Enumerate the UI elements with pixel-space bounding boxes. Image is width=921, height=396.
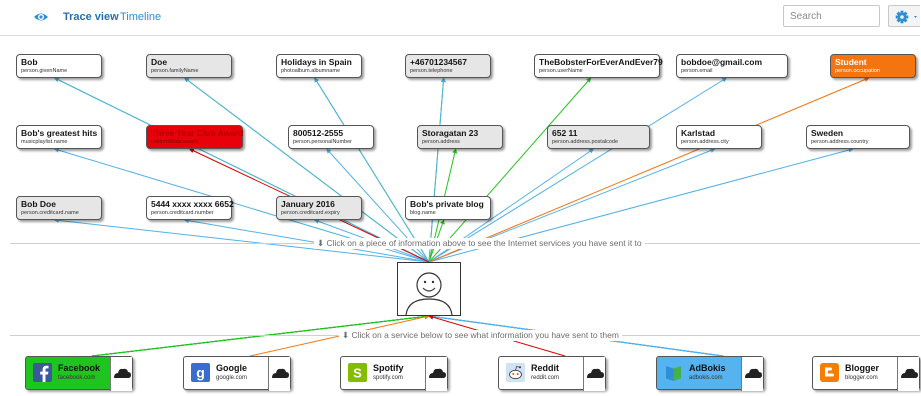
service-blogger[interactable]: Blogger blogger.com bbox=[812, 356, 920, 391]
cloud-icon bbox=[272, 368, 289, 378]
service-facebook[interactable]: Facebook facebook.com bbox=[25, 356, 133, 391]
cloud-button[interactable] bbox=[741, 357, 763, 391]
trace-line-to-card bbox=[53, 77, 430, 263]
cloud-button[interactable] bbox=[897, 357, 919, 391]
service-spotify[interactable]: S Spotify spotify.com bbox=[340, 356, 448, 391]
cloud-icon bbox=[745, 368, 762, 378]
blogger-icon bbox=[820, 363, 839, 382]
trace-line-to-card bbox=[314, 77, 430, 263]
trace-line-to-card bbox=[184, 77, 430, 263]
trace-line-to-card bbox=[184, 77, 430, 263]
tab-trace-view[interactable]: Trace view bbox=[63, 11, 119, 23]
hint-top: ⬇ Click on a piece of information above … bbox=[314, 238, 645, 249]
cloud-button[interactable] bbox=[268, 357, 290, 391]
cloud-button[interactable] bbox=[110, 357, 132, 391]
svg-text:S: S bbox=[353, 366, 362, 381]
cloud-button[interactable] bbox=[425, 357, 447, 391]
reddit-icon bbox=[506, 363, 525, 382]
cloud-icon bbox=[901, 368, 918, 378]
arrow-down-icon: ⬇ bbox=[342, 330, 352, 340]
settings-button[interactable] bbox=[888, 5, 920, 27]
gear-icon bbox=[895, 10, 917, 24]
hint-bottom: ⬇ Click on a service below to see what i… bbox=[339, 330, 622, 341]
cloud-icon bbox=[587, 368, 604, 378]
svg-text:g: g bbox=[196, 365, 205, 381]
trace-line-to-card bbox=[428, 77, 728, 263]
service-reddit[interactable]: Reddit reddit.com bbox=[498, 356, 606, 391]
service-adbokis[interactable]: AdBokis adbokis.com bbox=[656, 356, 764, 391]
tab-timeline[interactable]: Timeline bbox=[120, 11, 162, 23]
service-google[interactable]: g Google google.com bbox=[183, 356, 291, 391]
cloud-icon bbox=[114, 368, 131, 378]
adbokis-icon bbox=[666, 366, 681, 381]
eye-icon bbox=[34, 13, 48, 21]
cloud-button[interactable] bbox=[583, 357, 605, 391]
cloud-icon bbox=[429, 368, 446, 378]
trace-line-to-card bbox=[428, 77, 870, 263]
trace-line-to-card bbox=[428, 77, 446, 263]
trace-line-to-card bbox=[428, 77, 592, 263]
arrow-down-icon: ⬇ bbox=[317, 238, 327, 248]
spotify-icon: S bbox=[348, 363, 367, 382]
search-input[interactable] bbox=[783, 5, 880, 27]
trace-line-to-card bbox=[314, 77, 430, 263]
smiley-face-icon bbox=[405, 272, 453, 316]
chevron-down-icon bbox=[914, 16, 917, 18]
top-navigation: Trace view Timeline bbox=[0, 0, 920, 36]
facebook-icon bbox=[33, 363, 52, 382]
user-avatar bbox=[397, 262, 461, 316]
google-icon: g bbox=[191, 363, 210, 382]
trace-line-to-card bbox=[428, 77, 446, 263]
trace-line-to-card bbox=[53, 77, 430, 263]
